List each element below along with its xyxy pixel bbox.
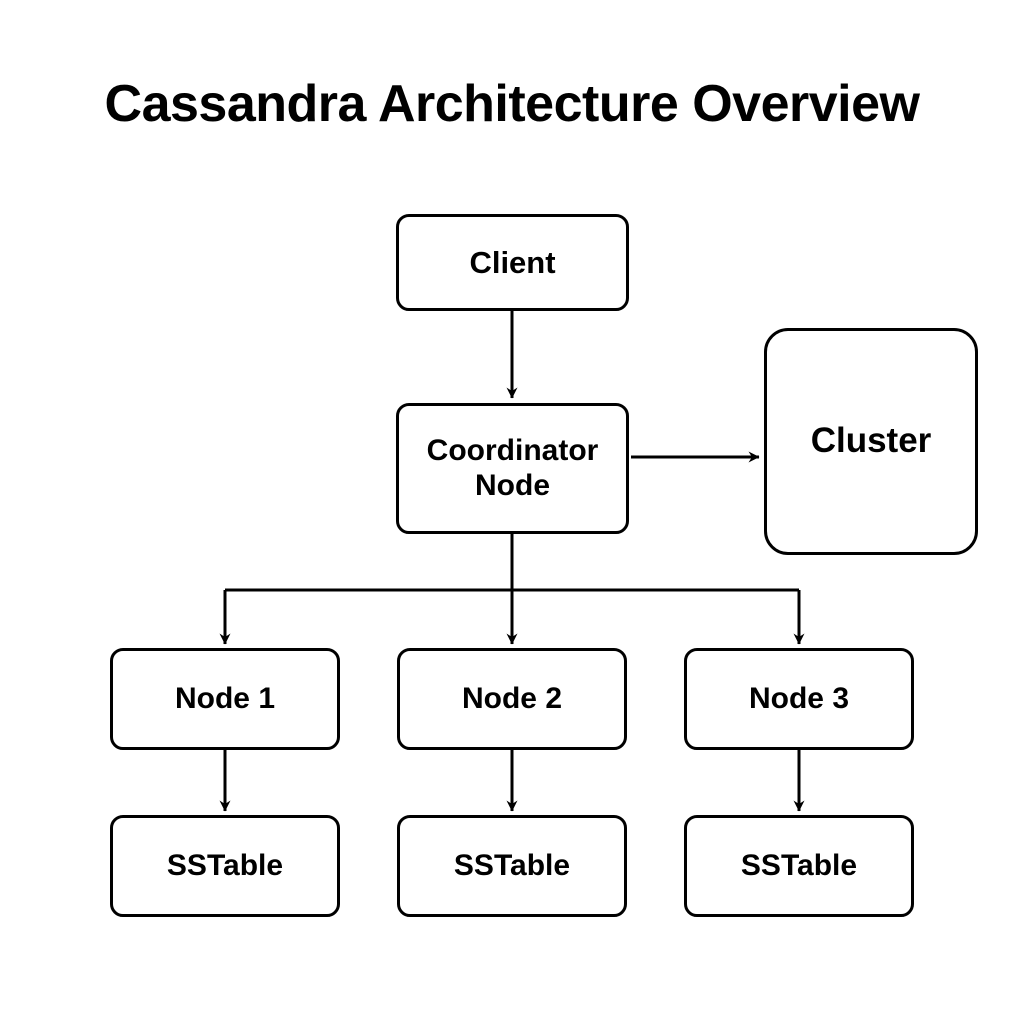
node-node-3[interactable]: Node 3 xyxy=(684,648,914,750)
node-node-1-label: Node 1 xyxy=(174,681,276,715)
node-cluster[interactable]: Cluster xyxy=(764,328,978,555)
node-node-1[interactable]: Node 1 xyxy=(110,648,340,750)
page-title: Cassandra Architecture Overview xyxy=(104,75,920,133)
node-sstable-3-label: SSTable xyxy=(740,848,858,882)
node-sstable-1-label: SSTable xyxy=(166,848,284,882)
node-node-3-label: Node 3 xyxy=(748,681,850,715)
node-client[interactable]: Client xyxy=(396,214,629,311)
node-client-label: Client xyxy=(469,244,556,280)
node-sstable-2-label: SSTable xyxy=(453,848,571,882)
node-coordinator-label: Coordinator Node xyxy=(426,433,599,502)
node-sstable-1[interactable]: SSTable xyxy=(110,815,340,917)
node-node-2[interactable]: Node 2 xyxy=(397,648,627,750)
node-sstable-2[interactable]: SSTable xyxy=(397,815,627,917)
node-cluster-label: Cluster xyxy=(810,421,932,461)
node-node-2-label: Node 2 xyxy=(461,681,563,715)
node-coordinator[interactable]: Coordinator Node xyxy=(396,403,629,534)
node-sstable-3[interactable]: SSTable xyxy=(684,815,914,917)
